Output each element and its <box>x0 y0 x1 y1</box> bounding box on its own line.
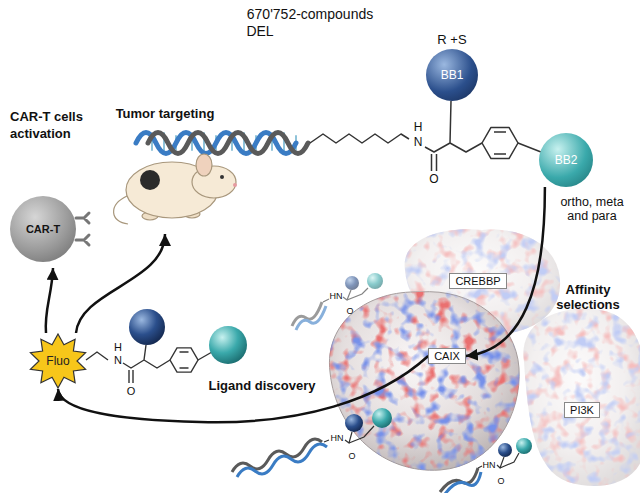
pi3k-protein <box>523 309 640 486</box>
annotation-label: ortho, meta and para <box>551 195 633 224</box>
bond-lines <box>86 345 212 383</box>
node-text: BB1 <box>441 68 464 82</box>
crebbp-bound-compound <box>292 273 383 330</box>
protein-surface <box>523 309 640 486</box>
dna-strand <box>237 444 327 477</box>
annotation-label: H <box>414 121 423 135</box>
receptor-symbol <box>76 213 89 223</box>
ligand-structure <box>86 309 247 383</box>
atom-label: O <box>348 451 355 461</box>
building-block-sphere <box>498 443 512 457</box>
atom-label: O <box>346 306 353 316</box>
caix-bound-compound <box>232 408 392 477</box>
building-block-sphere <box>367 273 383 289</box>
atom-label: N <box>114 354 122 367</box>
building-block-sphere <box>129 309 165 345</box>
annotation-label: O <box>429 173 438 187</box>
mouse-node: Tumor targeting <box>95 104 235 234</box>
car-t-cell-node: CAR-T cells activationCAR-T <box>6 108 100 268</box>
protein-label: PI3K <box>564 402 600 418</box>
caix-protein <box>329 292 519 471</box>
car-receptors <box>76 213 89 245</box>
building-block-sphere <box>516 438 532 454</box>
node-text: Fluo <box>46 354 69 368</box>
atom-label: O <box>497 476 504 486</box>
protein-surface <box>329 292 519 471</box>
atom-label: HN <box>331 433 344 443</box>
receptor-symbol <box>76 235 89 245</box>
protein-texture <box>329 292 519 471</box>
annotation-label: N <box>414 136 423 150</box>
building-block-sphere: BB1 <box>426 49 478 101</box>
bond-lines <box>425 101 541 171</box>
protein-label: CREBBP <box>449 273 506 289</box>
connector-arrow <box>466 187 545 356</box>
pi3k-bound-compound <box>440 438 532 493</box>
compound-structure <box>310 101 541 171</box>
fluorophore-star: Fluo <box>28 333 88 389</box>
tumor <box>140 170 160 190</box>
node-text: PI3K <box>570 404 594 416</box>
car-t-cell-circle: CAR-T <box>10 196 76 262</box>
connector-arrow <box>58 356 428 422</box>
protein-texture <box>523 309 640 486</box>
protein-label: CAIX <box>428 348 466 364</box>
atom-label: H <box>114 341 122 354</box>
annotation-label: 670'752-compounds <box>247 6 373 22</box>
building-block-sphere <box>345 414 363 432</box>
mouse-eye <box>220 175 224 179</box>
node-heading: CAR-T cells activation <box>6 108 100 142</box>
node-heading: Tumor targeting <box>95 104 235 121</box>
annotation-label: R +S <box>437 33 466 48</box>
mouse-tail <box>114 196 128 224</box>
cell-label: CAR-T <box>26 223 60 235</box>
mouse-ear <box>196 154 212 176</box>
dna-strand <box>440 468 478 492</box>
node-text: CAIX <box>434 350 460 362</box>
star-outline <box>30 334 85 388</box>
dna-strand <box>148 133 308 154</box>
connector-arrow <box>46 268 53 333</box>
connector-arrow <box>76 234 165 333</box>
mouse-nose <box>233 183 237 187</box>
bond-lines <box>323 288 368 302</box>
atom-label: HN <box>330 291 343 301</box>
phenyl-ring <box>482 127 518 158</box>
annotation-label: DEL <box>246 23 273 39</box>
node-text: BB2 <box>555 153 578 167</box>
atom-label: HN <box>483 460 496 470</box>
dna-helix <box>136 133 308 154</box>
atom-label: O <box>127 385 136 398</box>
building-block-sphere <box>345 276 359 290</box>
building-block-sphere <box>209 326 247 364</box>
annotation-label: Affinity selections <box>549 283 627 313</box>
building-block-sphere: BB2 <box>539 133 593 187</box>
node-text: CREBBP <box>455 275 500 287</box>
protein-texture <box>523 309 640 486</box>
linker-chain <box>310 134 409 143</box>
annotation-label: Ligand discovery <box>209 379 316 394</box>
dna-strand <box>445 472 481 493</box>
phenyl-ring <box>170 348 198 372</box>
building-block-sphere <box>372 408 392 428</box>
mouse-illustration <box>114 154 237 224</box>
dna-strand <box>296 306 326 330</box>
protein-texture <box>329 292 519 471</box>
